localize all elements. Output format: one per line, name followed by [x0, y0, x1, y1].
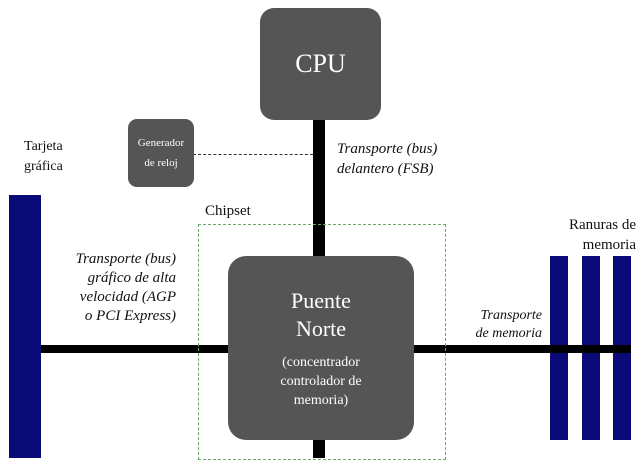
memory-slots-label-line1: Ranuras de	[568, 217, 636, 233]
northbridge-title-line1: Puente	[291, 287, 351, 313]
southbound-bus-line	[313, 436, 325, 458]
memory-bus-label-line2: de memoria	[475, 326, 543, 341]
northbridge-sub-line1: (concentrador	[282, 354, 360, 370]
fsb-label-line1: Transporte (bus)	[337, 141, 438, 157]
memory-bus-over-slots	[550, 345, 631, 353]
memory-slots-label-line2: memoria	[582, 237, 636, 253]
northbridge-box: Puente Norte (concentrador controlador d…	[228, 256, 414, 440]
clock-label-line1: Generador	[137, 137, 185, 149]
front-side-bus-line	[313, 120, 325, 260]
graphics-card-label-line1: Tarjeta	[24, 139, 63, 154]
graphics-bus-label: Transporte (bus) gráfico de alta velocid…	[56, 250, 176, 326]
fsb-label: Transporte (bus) delantero (FSB)	[337, 139, 437, 179]
clock-label-line2: de reloj	[144, 157, 178, 169]
graphics-card-label-line2: gráfica	[24, 159, 63, 174]
clock-generator-box: Generador de reloj	[128, 119, 194, 187]
graphics-bus-line	[38, 345, 238, 353]
clock-connector-line	[193, 154, 313, 155]
graphics-bus-label-line2: gráfico de alta	[87, 270, 176, 286]
northbridge-title-line2: Norte	[295, 315, 347, 341]
graphics-card	[9, 195, 41, 458]
graphics-card-label: Tarjeta gráfica	[24, 137, 63, 177]
cpu-box: CPU	[260, 8, 381, 120]
memory-bus-label: Transporte de memoria	[448, 307, 543, 343]
memory-bus-line	[413, 345, 613, 353]
memory-bus-label-line1: Transporte	[480, 308, 542, 323]
northbridge-sub-line2: controlador de	[280, 373, 362, 389]
fsb-label-line2: delantero (FSB)	[337, 161, 434, 177]
graphics-bus-label-line4: o PCI Express)	[84, 308, 176, 324]
northbridge-sub-line3: memoria)	[293, 392, 349, 408]
graphics-bus-label-line3: velocidad (AGP	[79, 289, 176, 305]
memory-slots-label: Ranuras de memoria	[540, 215, 636, 255]
cpu-label: CPU	[295, 49, 346, 78]
graphics-bus-label-line1: Transporte (bus)	[75, 251, 176, 267]
chipset-label: Chipset	[205, 203, 251, 219]
